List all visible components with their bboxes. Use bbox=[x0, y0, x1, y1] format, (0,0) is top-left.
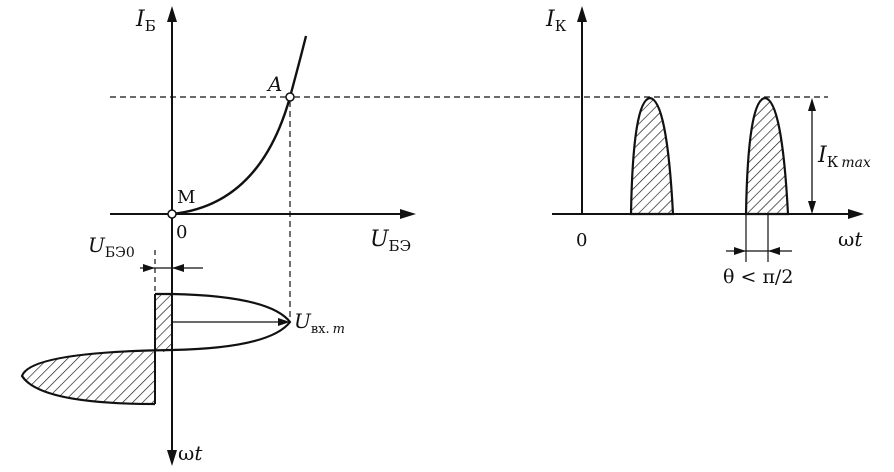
point-m-label: M bbox=[177, 187, 195, 208]
ube-axis-arrow bbox=[400, 209, 416, 219]
amplitude-arrow-head bbox=[278, 318, 290, 326]
theta-arrow-left bbox=[734, 247, 746, 255]
input-hatched-area bbox=[22, 294, 172, 404]
bias-label: UБЭ0 bbox=[88, 233, 135, 261]
left-origin-label: 0 bbox=[176, 222, 187, 243]
right-time-axis-arrow bbox=[848, 209, 864, 219]
collector-pulse-1 bbox=[629, 96, 675, 216]
ik-axis-arrow bbox=[577, 6, 587, 22]
ube-axis-label: UБЭ bbox=[370, 227, 411, 255]
ik-axis-label: IК bbox=[545, 7, 567, 35]
ik-max-arrow-top bbox=[808, 98, 816, 111]
left-graph: IБ A M 0 UБЭ UБЭ0 Uвх.m ωt bbox=[20, 6, 416, 466]
right-time-axis-label: ωt bbox=[838, 227, 863, 251]
input-sine-wave bbox=[20, 292, 292, 406]
point-a bbox=[285, 92, 295, 102]
theta-label: θ < π/2 bbox=[723, 266, 793, 288]
time-axis-label: ωt bbox=[178, 441, 203, 465]
input-amplitude-label: Uвх.m bbox=[294, 309, 345, 337]
right-origin-label: 0 bbox=[576, 230, 587, 251]
time-axis-arrow bbox=[167, 450, 177, 466]
point-m bbox=[167, 209, 177, 219]
collector-pulse-2 bbox=[744, 96, 790, 216]
theta-arrow-right bbox=[768, 247, 780, 255]
ib-axis-arrow bbox=[167, 6, 177, 22]
bias-arrow-left bbox=[143, 264, 155, 272]
input-characteristic-curve bbox=[171, 35, 308, 216]
bias-arrow-right bbox=[172, 264, 184, 272]
ib-axis-label: IБ bbox=[135, 7, 156, 35]
ik-max-arrow-bottom bbox=[808, 201, 816, 214]
point-a-label: A bbox=[266, 72, 282, 96]
